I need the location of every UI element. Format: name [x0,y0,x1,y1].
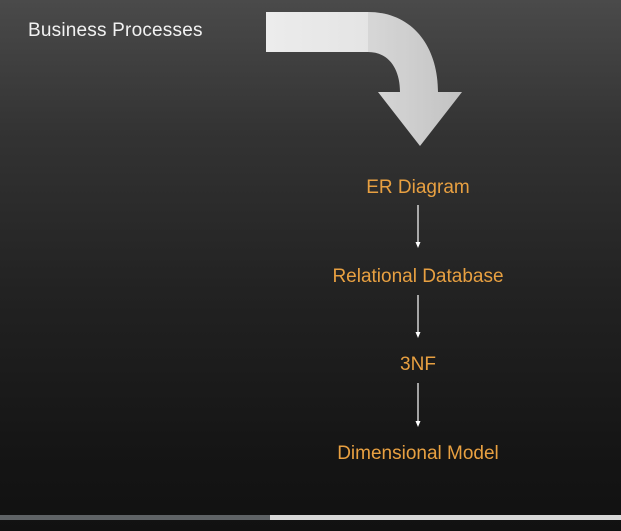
node-dimensional-model: Dimensional Model [337,443,499,464]
flow-diagram: ER Diagram Relational Database 3NF Dimen… [268,0,568,531]
slide-title: Business Processes [28,20,203,41]
slide-progress-bar [0,515,621,520]
down-arrow-icon [415,383,421,427]
node-3nf: 3NF [400,354,436,375]
slide-progress-fill [0,515,271,520]
node-er-diagram: ER Diagram [366,177,470,198]
curved-down-arrow-icon [266,12,462,146]
node-relational-database: Relational Database [332,266,504,287]
down-arrow-icon [415,295,421,338]
down-arrow-icon [415,205,421,248]
